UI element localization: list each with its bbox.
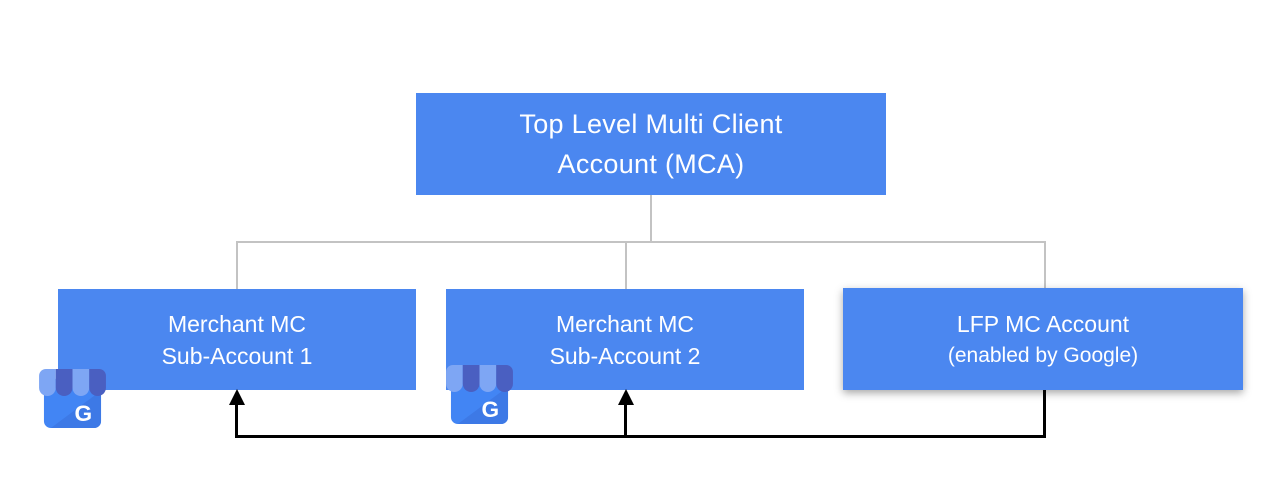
node-label-line: Account (MCA) — [557, 149, 745, 179]
arrow-stem-sub2 — [624, 403, 627, 436]
google-g-letter: G — [482, 397, 500, 422]
storefront-icon: G — [446, 364, 513, 425]
connector-drop-lfp — [1044, 243, 1046, 288]
up-arrow-icon — [618, 389, 634, 405]
google-business-profile-icon: G — [444, 363, 515, 426]
arrow-stem-sub1 — [235, 403, 238, 436]
google-business-profile-icon: G — [37, 367, 108, 430]
node-merchant-sub-account-1: Merchant MC Sub-Account 1 — [58, 289, 416, 390]
node-label-line: Merchant MC — [167, 310, 307, 337]
storefront-icon: G — [39, 368, 106, 429]
node-label-line: Sub-Account 1 — [161, 342, 313, 369]
node-label-line: LFP MC Account — [956, 311, 1130, 337]
node-label-line: (enabled by Google) — [947, 344, 1139, 367]
node-label-line: Merchant MC — [555, 310, 695, 337]
connector-drop-sub2 — [625, 243, 627, 289]
node-lfp-mc-account: LFP MC Account (enabled by Google) — [843, 288, 1243, 390]
google-g-letter: G — [75, 401, 93, 426]
node-label-line: Sub-Account 2 — [549, 342, 701, 369]
connector-drop-sub1 — [236, 243, 238, 289]
node-top-level-mca: Top Level Multi Client Account (MCA) — [416, 93, 886, 195]
connector-horizontal — [236, 241, 1046, 243]
up-arrow-icon — [229, 389, 245, 405]
node-label-line: Top Level Multi Client — [519, 109, 783, 139]
arrow-horizontal — [235, 435, 1046, 438]
connector-root-drop — [650, 195, 652, 242]
arrow-lfp-drop — [1043, 390, 1046, 437]
